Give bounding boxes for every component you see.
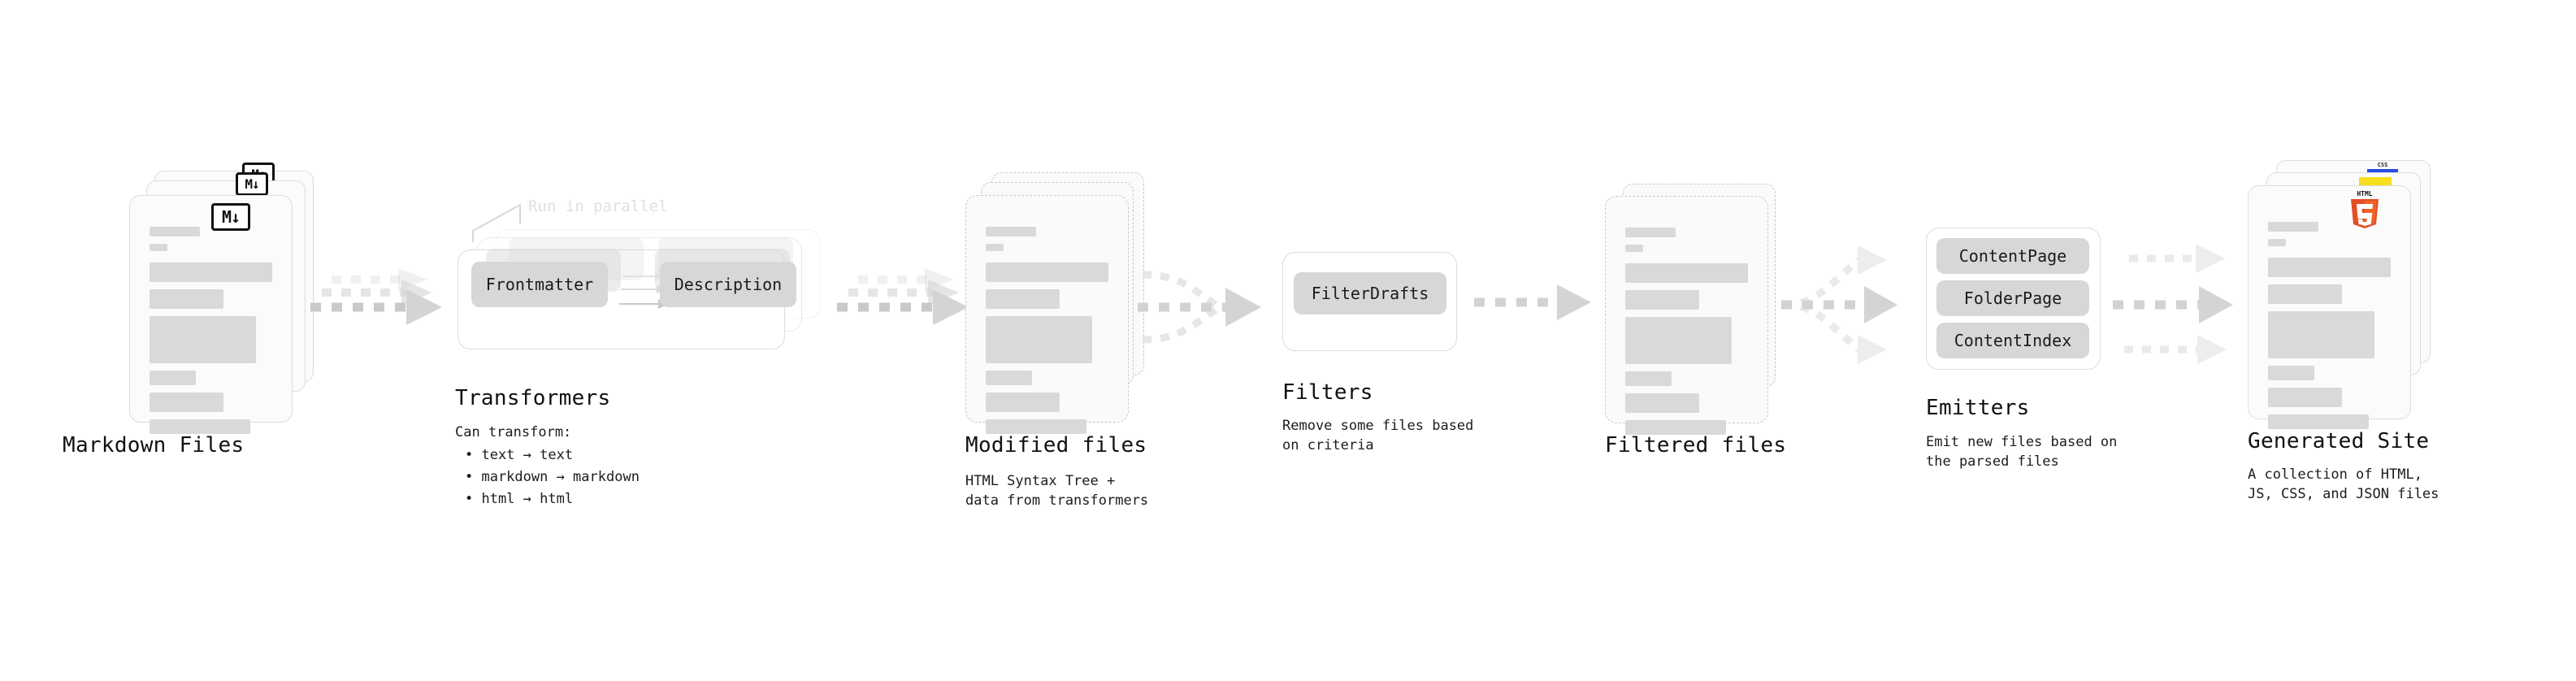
connector-emitters-to-site xyxy=(2113,236,2259,374)
svg-text:HTML: HTML xyxy=(2357,190,2372,197)
skeleton-bar xyxy=(1625,290,1699,310)
skeleton-bar xyxy=(1625,263,1748,283)
skeleton-bar xyxy=(1625,245,1643,252)
skeleton-bar xyxy=(2268,239,2286,246)
skeleton-bar xyxy=(986,244,1004,251)
connector-md-to-transformers xyxy=(307,268,449,349)
skeleton-bar xyxy=(1625,371,1672,386)
doc-skeleton xyxy=(986,227,1108,441)
site-card-front xyxy=(2248,185,2411,429)
skeleton-bar xyxy=(150,316,257,363)
skeleton-bar xyxy=(986,316,1093,363)
stage-subtitle-transformers: Can transform: xyxy=(455,424,572,440)
modified-card-front xyxy=(965,195,1129,434)
skeleton-bar xyxy=(150,262,272,282)
chip-frontmatter[interactable]: Frontmatter xyxy=(471,262,608,307)
connector-transformers-to-modified xyxy=(835,268,982,349)
skeleton-bar xyxy=(150,419,250,434)
skeleton-bar xyxy=(1625,393,1699,413)
skeleton-bar xyxy=(1625,317,1733,364)
run-in-parallel-label: Run in parallel xyxy=(528,197,668,215)
chip-description[interactable]: Description xyxy=(660,262,796,307)
markdown-card-front xyxy=(129,195,293,434)
skeleton-bar xyxy=(2268,222,2318,232)
css-icon-label: CSS xyxy=(2377,162,2388,168)
chip-contentindex[interactable]: ContentIndex xyxy=(1936,323,2089,358)
stage-subtitle-modified-files: HTML Syntax Tree + data from transformer… xyxy=(965,473,1149,509)
connector-filters-to-filtered xyxy=(1472,283,1602,332)
html5-icon: HTML xyxy=(2347,189,2383,229)
skeleton-bar xyxy=(2268,414,2369,429)
transformers-bullet-2: • html → html xyxy=(465,491,574,507)
skeleton-bar xyxy=(1625,228,1676,237)
filtered-card-front xyxy=(1605,196,1768,435)
markdown-icon-front: M↓ xyxy=(211,203,250,231)
connector-modified-to-filters xyxy=(1138,260,1284,358)
doc-skeleton xyxy=(150,227,272,441)
skeleton-bar xyxy=(986,371,1033,385)
stage-title-emitters: Emitters xyxy=(1926,396,2030,420)
stage-title-filtered-files: Filtered files xyxy=(1605,433,1787,458)
doc-skeleton xyxy=(1625,228,1748,442)
chip-folderpage[interactable]: FolderPage xyxy=(1936,280,2089,316)
stage-title-filters: Filters xyxy=(1282,380,1373,405)
skeleton-bar xyxy=(150,289,223,309)
skeleton-bar xyxy=(2268,366,2315,380)
run-in-parallel-bracket xyxy=(471,200,577,249)
skeleton-bar xyxy=(986,262,1108,282)
doc-skeleton xyxy=(2268,222,2391,436)
skeleton-bar xyxy=(2268,258,2391,277)
stage-subtitle-emitters: Emit new files based on the parsed files xyxy=(1926,434,2118,470)
skeleton-bar xyxy=(986,289,1060,309)
stage-title-generated-site: Generated Site xyxy=(2248,429,2430,453)
css-icon-bar xyxy=(2367,169,2398,172)
transformers-bullet-1: • markdown → markdown xyxy=(465,469,640,485)
skeleton-bar xyxy=(150,244,167,251)
skeleton-bar xyxy=(986,393,1060,412)
css-icon: CSS xyxy=(2367,163,2398,174)
markdown-icon-mid: M↓ xyxy=(236,172,268,196)
transformers-bullet-0: • text → text xyxy=(465,447,574,463)
skeleton-bar xyxy=(1625,420,1726,435)
stage-subtitle-filters: Remove some files based on criteria xyxy=(1282,418,1474,453)
connector-filtered-to-emitters xyxy=(1781,236,1923,374)
stage-title-transformers: Transformers xyxy=(455,386,611,410)
skeleton-bar xyxy=(2268,388,2342,407)
chip-contentpage[interactable]: ContentPage xyxy=(1936,238,2089,274)
skeleton-bar xyxy=(2268,311,2375,358)
chip-filterdrafts[interactable]: FilterDrafts xyxy=(1294,272,1446,314)
skeleton-bar xyxy=(986,419,1086,434)
skeleton-bar xyxy=(2268,284,2342,304)
stage-subtitle-generated-site: A collection of HTML, JS, CSS, and JSON … xyxy=(2248,466,2439,502)
skeleton-bar xyxy=(986,227,1036,236)
stage-title-modified-files: Modified files xyxy=(965,433,1147,458)
skeleton-bar xyxy=(150,227,200,236)
skeleton-bar xyxy=(150,393,223,412)
stage-title-markdown-files: Markdown Files xyxy=(63,433,245,458)
skeleton-bar xyxy=(150,371,197,385)
